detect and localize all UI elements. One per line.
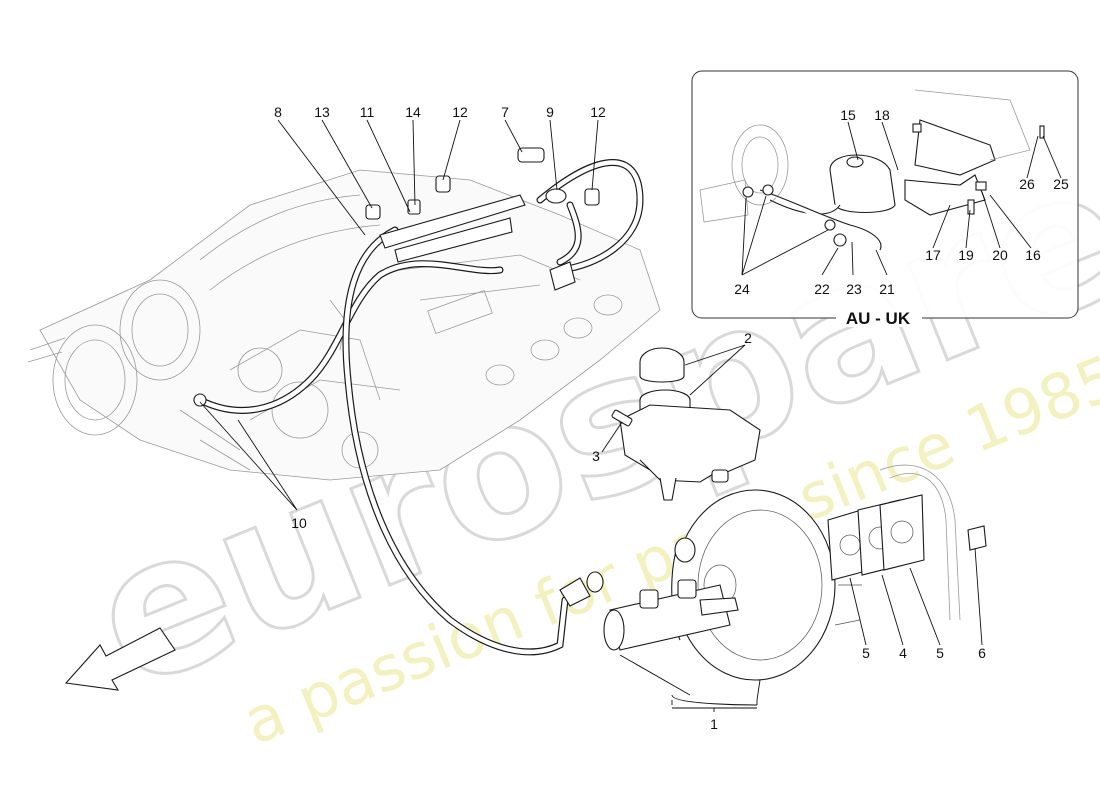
callout-18: 18 [874, 107, 890, 123]
callout-25: 25 [1053, 176, 1069, 192]
inset-title: AU - UK [846, 309, 911, 328]
callout-15: 15 [840, 107, 856, 123]
callout-2: 2 [744, 330, 752, 346]
callout-20: 20 [992, 247, 1008, 263]
callout-11: 11 [360, 104, 375, 120]
callout-5: 5 [862, 645, 870, 661]
leader-lines [199, 119, 1062, 712]
callout-5b: 5 [936, 645, 944, 661]
callout-8: 8 [274, 104, 282, 120]
fluid-reservoir [611, 347, 761, 501]
master-cylinder [603, 579, 739, 651]
callout-24: 24 [734, 281, 750, 297]
pipe-fittings [193, 147, 600, 407]
callout-4: 4 [899, 645, 907, 661]
au-uk-inset: AU - UK [691, 70, 1079, 328]
callout-labels: 8 13 11 14 12 7 9 12 10 2 3 1 5 4 5 6 15… [274, 104, 1069, 732]
callout-9: 9 [546, 104, 554, 120]
callout-16: 16 [1025, 247, 1041, 263]
callout-13: 13 [314, 104, 330, 120]
callout-14: 14 [405, 104, 421, 120]
callout-1: 1 [710, 716, 718, 732]
callout-7: 7 [501, 104, 509, 120]
callout-10: 10 [291, 515, 307, 531]
front-direction-arrow-icon [64, 627, 176, 691]
gaskets [827, 464, 987, 621]
callout-26: 26 [1019, 176, 1035, 192]
callout-12b: 12 [590, 104, 606, 120]
callout-23: 23 [846, 281, 862, 297]
booster-hose-connector [559, 571, 604, 607]
callout-12: 12 [452, 104, 468, 120]
callout-17: 17 [925, 247, 941, 263]
callout-6: 6 [978, 645, 986, 661]
vacuum-hoses [196, 159, 644, 656]
callout-21: 21 [879, 281, 895, 297]
callout-19: 19 [958, 247, 974, 263]
callout-22: 22 [814, 281, 830, 297]
callout-3: 3 [592, 448, 600, 464]
